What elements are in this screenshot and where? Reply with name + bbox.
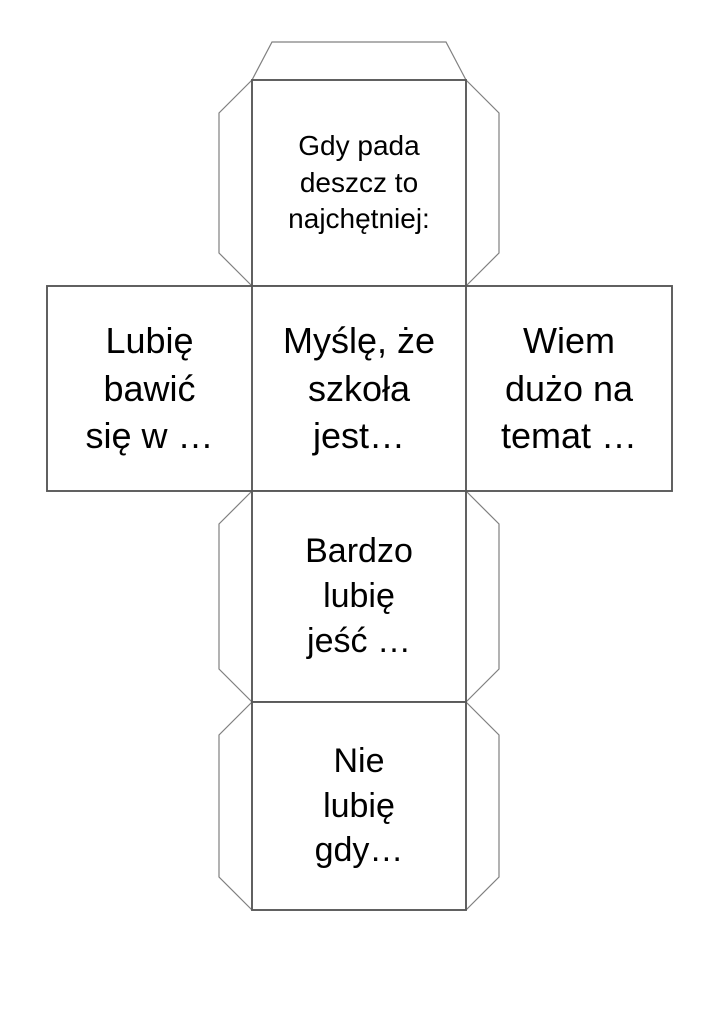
face-outline-middle-band: [46, 285, 673, 492]
face-outline-top: [251, 79, 467, 287]
flap-lower-left: [218, 490, 253, 703]
flap-top-right: [465, 79, 500, 287]
flap-bottom-left: [218, 701, 253, 911]
flap-bottom-right: [465, 701, 500, 911]
flap-top-left: [218, 79, 253, 287]
face-outline-lower: [251, 490, 467, 703]
flap-lower-right: [465, 490, 500, 703]
flap-top: [251, 41, 467, 81]
face-outline-bottom: [251, 701, 467, 911]
